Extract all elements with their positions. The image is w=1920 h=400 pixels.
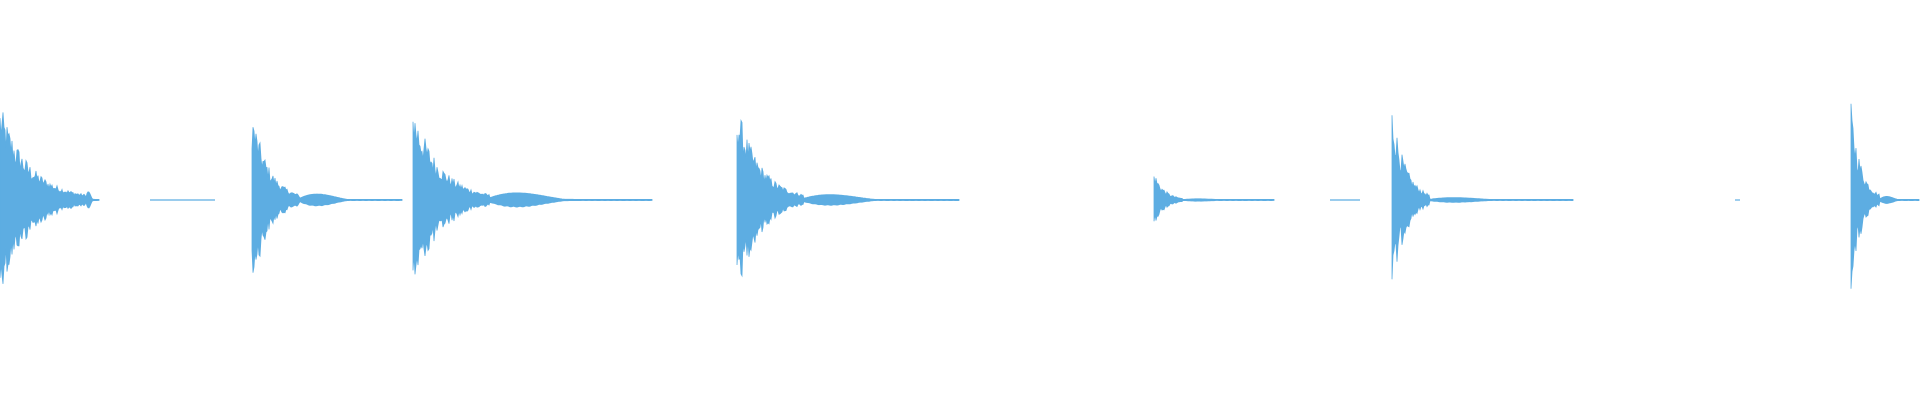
waveform-segment xyxy=(251,127,403,273)
waveform-segment xyxy=(0,112,100,284)
waveform-segment xyxy=(1391,115,1574,280)
waveform-segment xyxy=(736,118,960,278)
waveform-segment xyxy=(412,121,653,275)
waveform-segment xyxy=(1850,103,1920,289)
waveform-segment xyxy=(1153,176,1275,222)
